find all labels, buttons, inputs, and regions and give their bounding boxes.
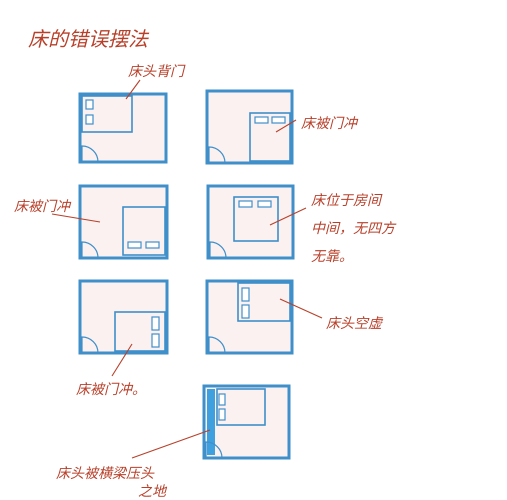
pillow	[85, 99, 94, 110]
label-bed-facing-door-2: 床被门冲	[301, 116, 359, 132]
pillow	[271, 116, 286, 124]
pillow	[85, 114, 94, 125]
label-bed-center-room-line2: 中间，无四方	[311, 221, 397, 237]
room-diagram-2: 床被门冲	[205, 89, 359, 165]
leader-line	[269, 207, 307, 226]
label-bed-center-room-line1: 床位于房间	[311, 193, 383, 209]
pillow	[257, 200, 272, 208]
door-swing	[81, 145, 99, 163]
leader-line	[279, 298, 323, 319]
label-beam-over-head-line1: 床头被横梁压头	[56, 466, 155, 482]
pillow	[238, 200, 253, 208]
room-diagram-7: 床头被横梁压头 之地	[56, 384, 291, 500]
pillow	[218, 408, 226, 421]
leader-line	[51, 213, 101, 223]
leader-line	[275, 119, 297, 133]
pillow	[254, 116, 269, 124]
label-bed-head-empty: 床头空虚	[326, 316, 384, 332]
pillow	[241, 287, 250, 302]
beam	[207, 389, 215, 455]
label-beam-over-head-line2: 之地	[138, 484, 168, 500]
label-bed-center-room-line3: 无靠。	[311, 249, 353, 265]
label-bed-head-back-door: 床头背门	[128, 64, 186, 80]
door-swing	[208, 146, 226, 164]
door-swing	[81, 241, 99, 259]
room-diagram-1: 床头背门	[78, 64, 186, 164]
pillow	[145, 241, 160, 249]
door-swing	[208, 336, 226, 354]
label-bed-facing-door-3: 床被门冲	[14, 199, 72, 215]
room-diagram-4: 床位于房间 中间，无四方 无靠。	[206, 184, 397, 265]
label-bed-facing-door-5: 床被门冲。	[76, 382, 146, 398]
room-diagram-6: 床头空虚	[205, 279, 384, 355]
leader-line	[111, 343, 133, 377]
pillow	[151, 316, 160, 331]
pillow	[127, 241, 142, 249]
door-swing	[209, 241, 227, 259]
leader-line	[125, 79, 141, 100]
room-diagram-5: 床被门冲。	[76, 279, 169, 398]
pillow	[218, 393, 226, 406]
room-diagram-3: 床被门冲	[14, 184, 169, 260]
door-swing	[81, 336, 99, 354]
pillow	[151, 333, 160, 348]
leader-line	[131, 429, 211, 459]
diagram-title: 床的错误摆法	[28, 27, 150, 51]
door-swing	[205, 441, 223, 459]
pillow	[241, 304, 250, 319]
